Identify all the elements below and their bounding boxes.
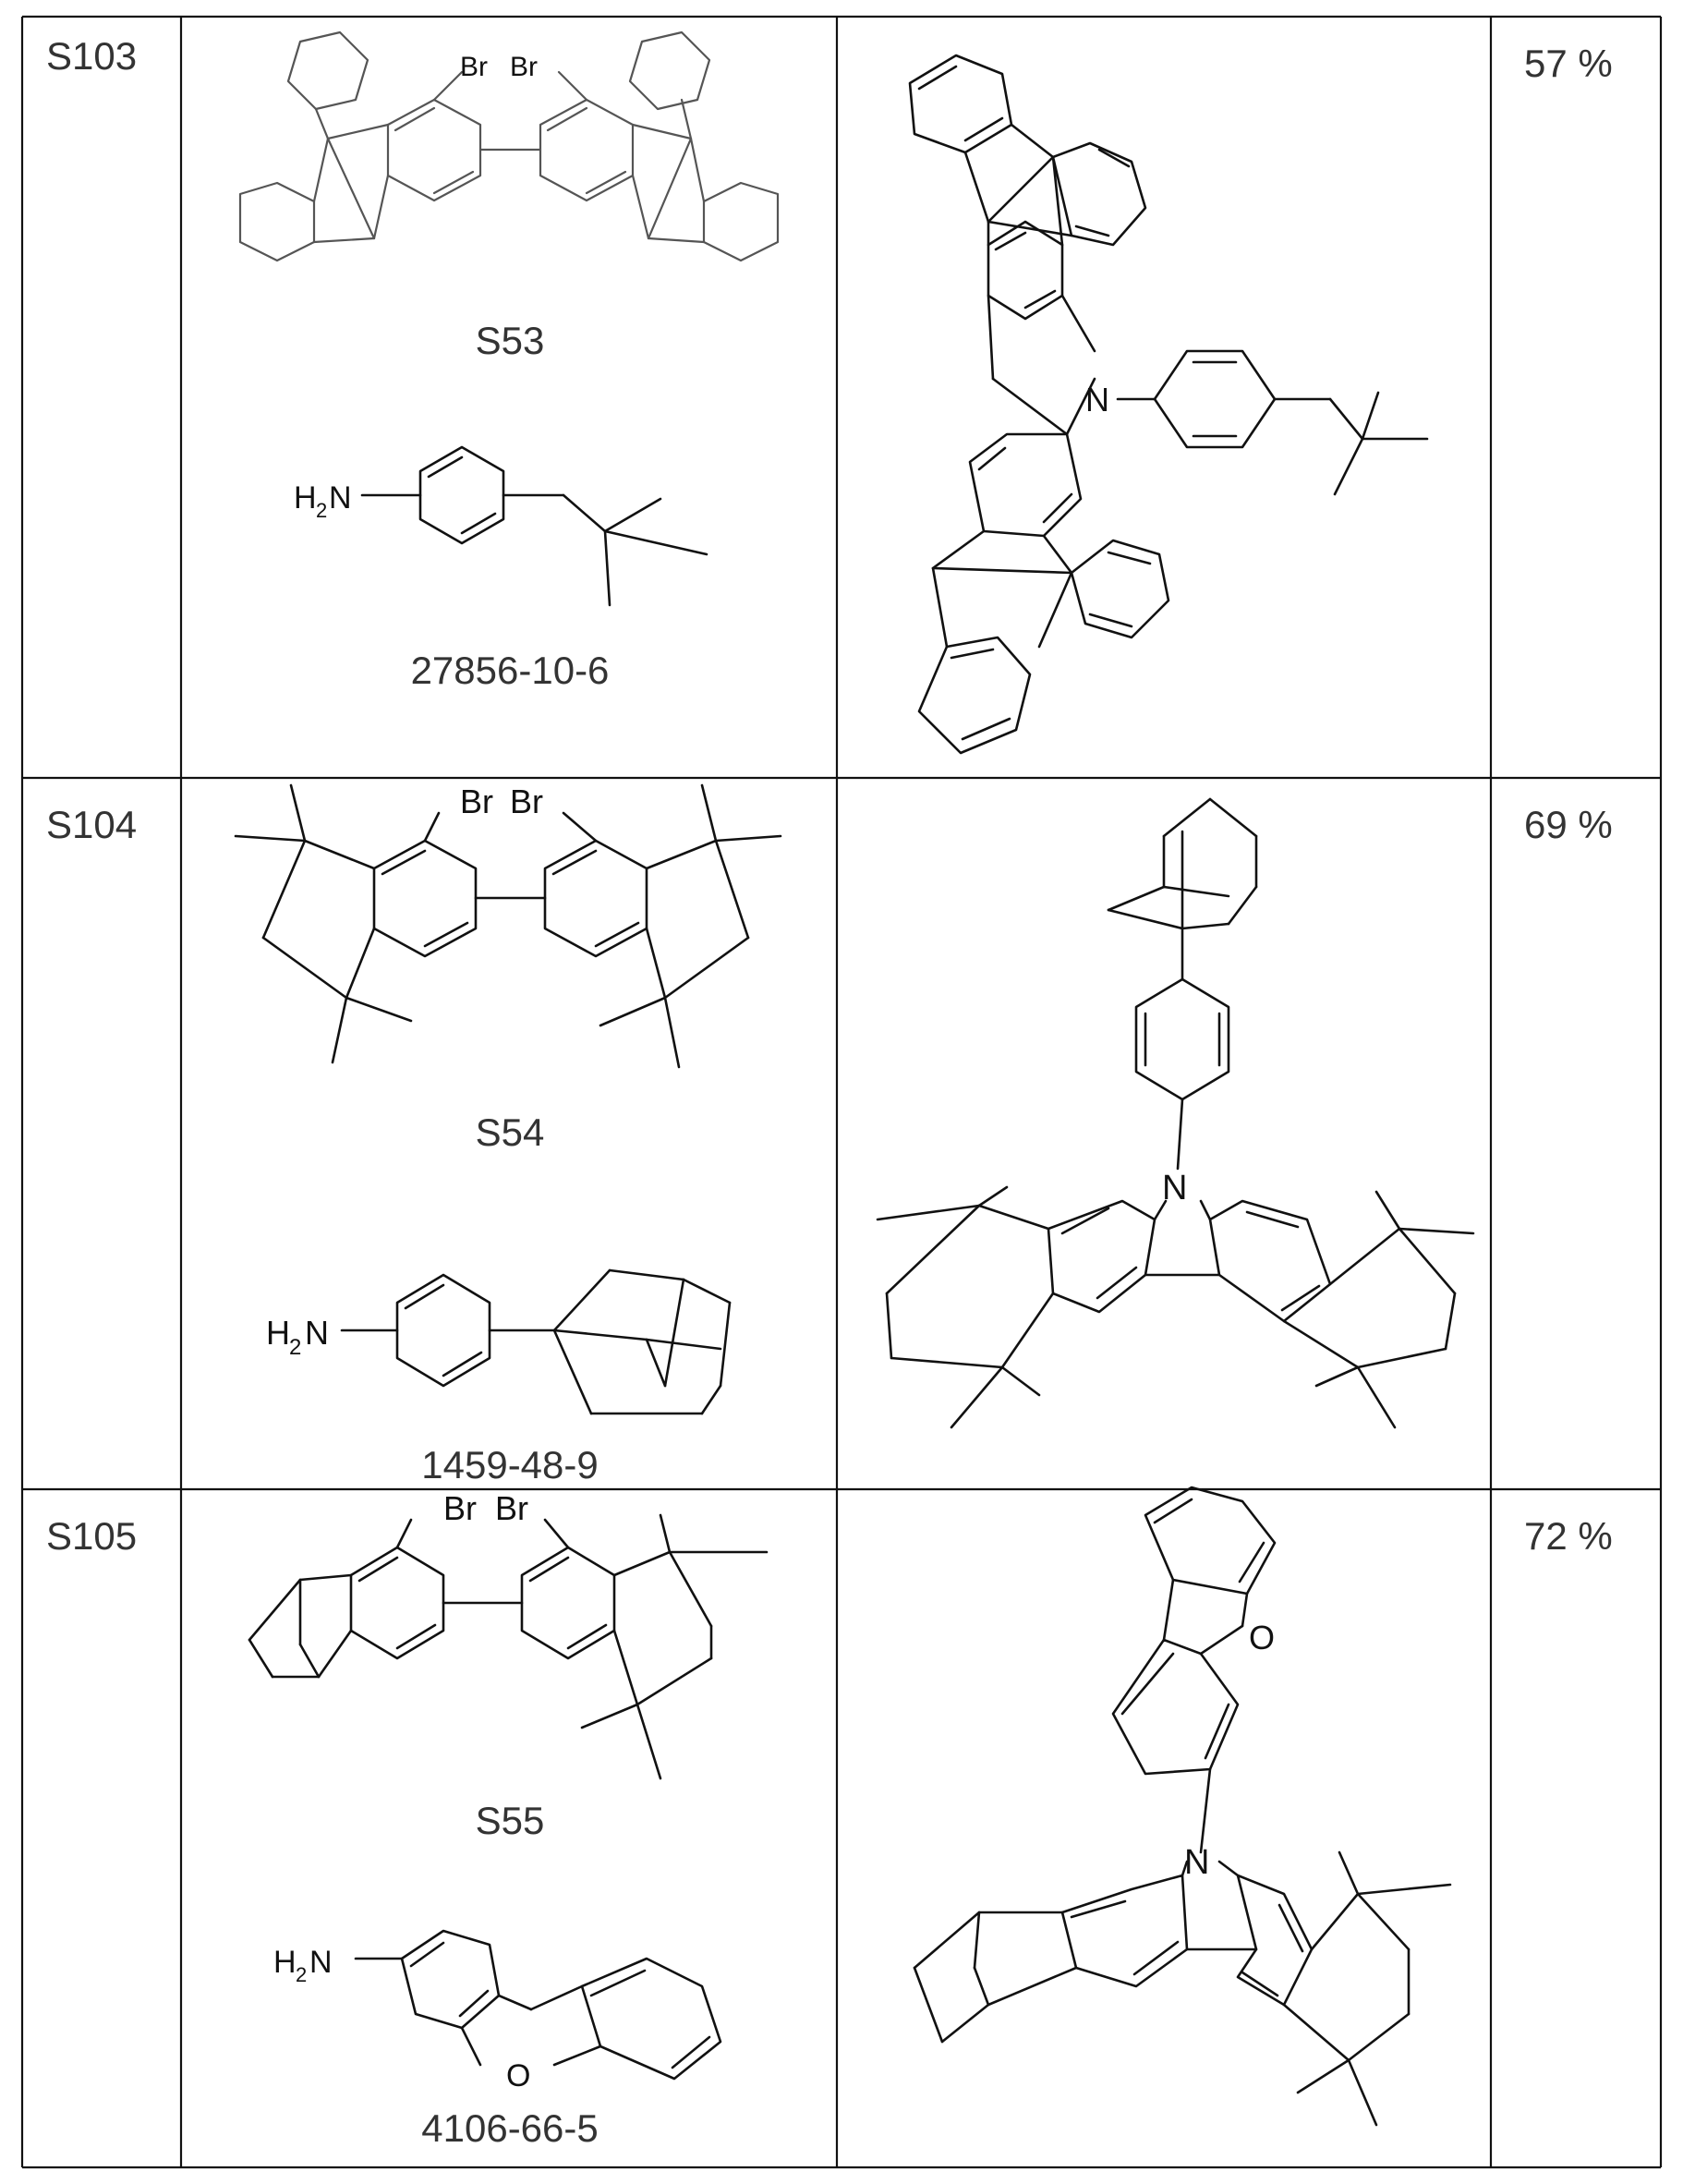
s54-br-left: Br	[460, 783, 493, 820]
reactant-code-s55: S55	[476, 1802, 545, 1840]
amine1-n: N	[329, 480, 352, 516]
amine1-h: H	[294, 480, 317, 516]
s103-n: N	[1085, 381, 1109, 419]
amine-4106-66-5-structure	[356, 1931, 720, 2079]
amine1-sub: 2	[316, 499, 327, 522]
yield-s104: 69 %	[1524, 806, 1613, 844]
row-id-s103: S103	[46, 37, 137, 76]
amine-27856-10-6-structure	[362, 447, 707, 605]
amine2-n: N	[305, 1314, 329, 1352]
amine-cas-1459-48-9: 1459-48-9	[421, 1446, 598, 1485]
product-s104-structure	[878, 799, 1473, 1427]
product-s105-structure	[914, 1487, 1450, 2125]
row-id-s105: S105	[46, 1517, 137, 1556]
s54-structure	[236, 785, 781, 1067]
amine-cas-4106-66-5: 4106-66-5	[421, 2109, 598, 2148]
amine2-sub: 2	[289, 1335, 301, 1360]
s53-br-right: Br	[510, 52, 538, 82]
reactant-code-s53: S53	[476, 322, 545, 360]
amine3-h: H	[273, 1945, 297, 1980]
s105-o: O	[1249, 1619, 1275, 1656]
table-grid	[22, 17, 1661, 2167]
row-id-s104: S104	[46, 806, 137, 844]
product-s103-structure	[910, 55, 1427, 753]
s55-structure	[249, 1515, 767, 1778]
s105-n: N	[1184, 1843, 1209, 1882]
amine-cas-27856-10-6: 27856-10-6	[411, 651, 610, 690]
amine3-sub: 2	[296, 1963, 307, 1986]
s55-br-right: Br	[495, 1489, 528, 1527]
amine3-o: O	[506, 2058, 530, 2093]
s53-structure	[240, 32, 778, 261]
s104-n: N	[1162, 1169, 1187, 1207]
yield-s105: 72 %	[1524, 1517, 1613, 1556]
s53-br-left: Br	[460, 52, 488, 82]
yield-s103: 57 %	[1524, 44, 1613, 83]
s55-br-left: Br	[443, 1489, 477, 1527]
reactant-code-s54: S54	[476, 1113, 545, 1152]
amine3-n: N	[309, 1945, 333, 1980]
amine2-h: H	[266, 1314, 290, 1352]
s54-br-right: Br	[510, 783, 543, 820]
amine-1459-48-9-structure	[342, 1270, 730, 1414]
